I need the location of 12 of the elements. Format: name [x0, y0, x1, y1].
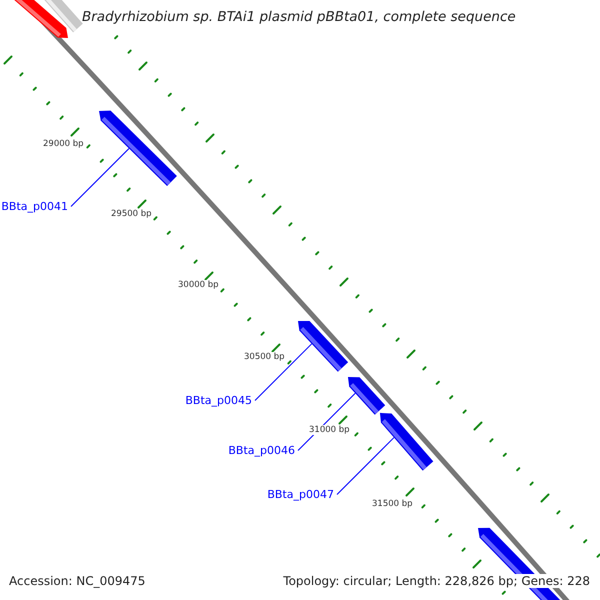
- position-label: 29500 bp: [111, 209, 152, 219]
- leader-line: [254, 343, 312, 401]
- leader-line: [70, 148, 130, 207]
- position-label: 30000 bp: [178, 280, 219, 290]
- gene-label: BBta_p0045: [185, 394, 252, 407]
- leader-line: [336, 437, 394, 495]
- gene-label: BBta_p0041: [1, 200, 68, 213]
- title: Bradyrhizobium sp. BTAi1 plasmid pBBta01, complete sequence: [82, 9, 516, 25]
- gene-label: BBta_p0046: [228, 444, 295, 457]
- gene-label: BBta_p0047: [267, 488, 334, 501]
- footer-text: Accession: NC_009475: [9, 574, 146, 588]
- footer-text: Topology: circular; Length: 228,826 bp; Genes: 228: [283, 574, 590, 588]
